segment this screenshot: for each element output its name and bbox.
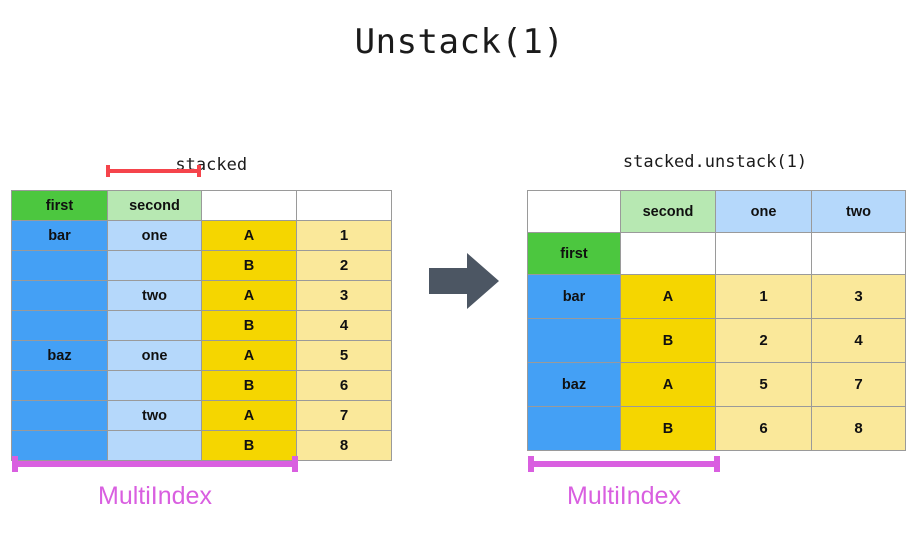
- cell-value-one: 2: [715, 318, 812, 363]
- cell-first: [527, 318, 621, 363]
- cell-second: two: [107, 280, 202, 311]
- header-cell-second: second: [620, 190, 716, 233]
- cell-value: 8: [296, 430, 392, 461]
- table-row: B 4: [11, 310, 392, 341]
- cell-value-one: 1: [715, 274, 812, 319]
- header-cell-value: [296, 190, 392, 221]
- table-row: two A 7: [11, 400, 392, 431]
- header-cell-blank-3: [811, 232, 906, 275]
- header-cell-second: second: [107, 190, 202, 221]
- cell-ab: A: [201, 280, 297, 311]
- cell-first: [11, 310, 108, 341]
- cell-ab: B: [620, 406, 716, 451]
- table-row: bar one A 1: [11, 220, 392, 251]
- cell-first: bar: [11, 220, 108, 251]
- cell-value: 4: [296, 310, 392, 341]
- header-cell-col-two: two: [811, 190, 906, 233]
- table-row: B 2 4: [527, 318, 906, 363]
- cell-first: baz: [527, 362, 621, 407]
- left-table-caption: stacked: [11, 134, 391, 176]
- table-row: B 6: [11, 370, 392, 401]
- header-cell-first: first: [11, 190, 108, 221]
- cell-second: one: [107, 220, 202, 251]
- right-multiindex-label: MultiIndex: [567, 482, 681, 510]
- cell-first: [527, 406, 621, 451]
- cell-second: [107, 370, 202, 401]
- cell-first: [11, 250, 108, 281]
- cell-second: two: [107, 400, 202, 431]
- page-title: Unstack(1): [354, 22, 565, 62]
- table-row: bar A 1 3: [527, 274, 906, 319]
- second-column-bracket: [106, 164, 201, 178]
- right-arrow-icon: [429, 253, 499, 309]
- cell-first: [11, 370, 108, 401]
- cell-value: 5: [296, 340, 392, 371]
- cell-ab: B: [201, 370, 297, 401]
- header-cell-blank-1: [620, 232, 716, 275]
- cell-value-two: 4: [811, 318, 906, 363]
- table-header-row-index: first: [527, 232, 906, 275]
- cell-second: [107, 430, 202, 461]
- cell-value: 6: [296, 370, 392, 401]
- cell-first: [11, 280, 108, 311]
- cell-ab: A: [201, 400, 297, 431]
- cell-value-two: 3: [811, 274, 906, 319]
- table-header-row-columns: second one two: [527, 190, 906, 233]
- cell-value: 2: [296, 250, 392, 281]
- header-cell-ab: [201, 190, 297, 221]
- cell-value: 3: [296, 280, 392, 311]
- cell-ab: B: [201, 250, 297, 281]
- table-row: B 8: [11, 430, 392, 461]
- left-multiindex-label: MultiIndex: [98, 482, 212, 510]
- cell-ab: B: [201, 310, 297, 341]
- cell-first: [11, 430, 108, 461]
- header-cell-col-one: one: [715, 190, 812, 233]
- header-cell-first: first: [527, 232, 621, 275]
- cell-value-two: 8: [811, 406, 906, 451]
- table-row: two A 3: [11, 280, 392, 311]
- cell-value-one: 5: [715, 362, 812, 407]
- cell-second: [107, 310, 202, 341]
- header-cell-corner: [527, 190, 621, 233]
- table-row: baz one A 5: [11, 340, 392, 371]
- caption-line-1: stacked.unstack(1): [622, 152, 808, 172]
- table-row: baz A 5 7: [527, 362, 906, 407]
- cell-ab: B: [620, 318, 716, 363]
- cell-value-one: 6: [715, 406, 812, 451]
- cell-value-two: 7: [811, 362, 906, 407]
- cell-ab: A: [620, 274, 716, 319]
- cell-value: 7: [296, 400, 392, 431]
- left-multiindex-bracket: [12, 455, 298, 473]
- cell-first: baz: [11, 340, 108, 371]
- cell-ab: A: [201, 220, 297, 251]
- right-multiindex-bracket: [528, 455, 720, 473]
- table-header-row: first second: [11, 190, 392, 221]
- stacked-table: first second bar one A 1 B 2 two A 3 B: [11, 190, 392, 461]
- cell-second: [107, 250, 202, 281]
- table-row: B 6 8: [527, 406, 906, 451]
- cell-ab: A: [620, 362, 716, 407]
- table-row: B 2: [11, 250, 392, 281]
- cell-first: bar: [527, 274, 621, 319]
- cell-value: 1: [296, 220, 392, 251]
- cell-first: [11, 400, 108, 431]
- header-cell-blank-2: [715, 232, 812, 275]
- unstacked-table: second one two first bar A 1 3 B 2 4 baz…: [527, 190, 906, 451]
- cell-second: one: [107, 340, 202, 371]
- cell-ab: A: [201, 340, 297, 371]
